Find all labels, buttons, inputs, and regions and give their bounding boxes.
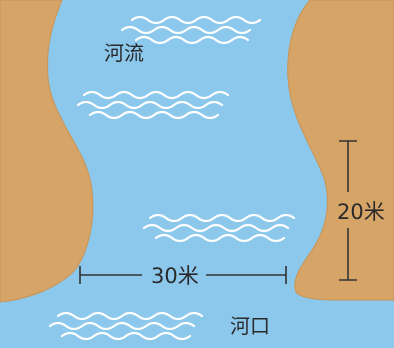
wave-group-lower-middle [142, 213, 296, 243]
mouth-label: 河口 [230, 314, 270, 338]
width-measure [79, 266, 287, 284]
height-label: 20米 [337, 200, 385, 224]
wave-group-upper-middle [76, 90, 230, 120]
right-bank [287, 0, 394, 301]
left-bank [0, 0, 94, 303]
wave-group-top [120, 15, 262, 45]
wave-group-bottom [48, 311, 204, 341]
river-label: 河流 [104, 41, 144, 65]
height-measure [339, 140, 357, 281]
width-label: 30米 [151, 264, 199, 288]
